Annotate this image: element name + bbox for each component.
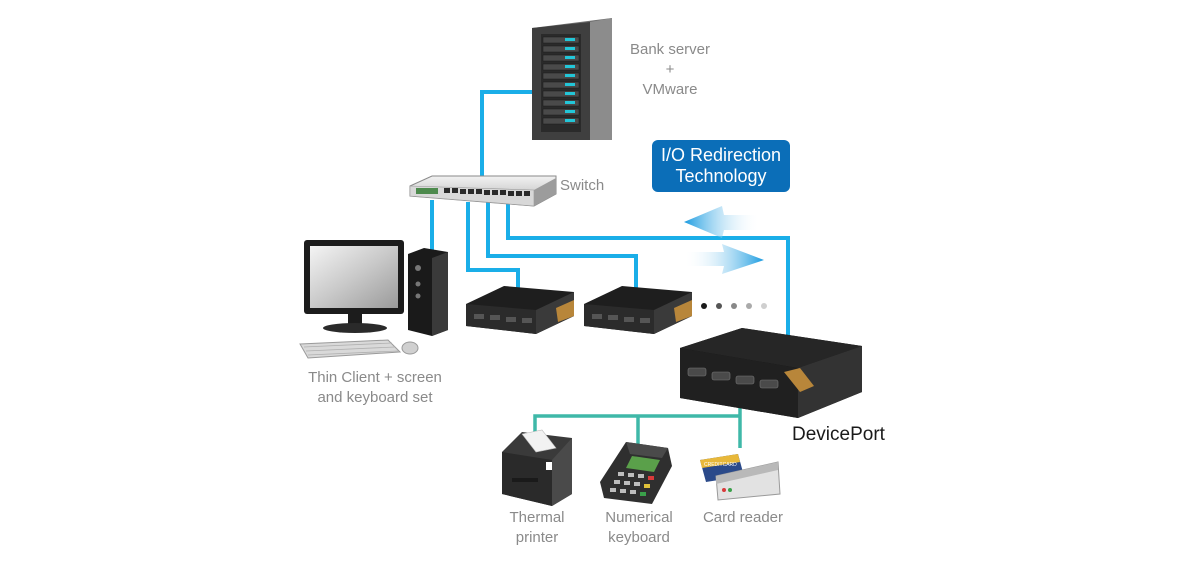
cable-switch-deviceport [506, 202, 790, 336]
server-label: Bank server + VMware [629, 41, 711, 98]
network-switch-icon [409, 175, 557, 207]
io-redirection-badge: I/O Redirection Technology [652, 140, 790, 192]
keyboard-icon [299, 339, 402, 359]
thermal-printer-label: Thermal printer [509, 509, 565, 546]
card-reader-icon: CREDITCARD [700, 454, 781, 501]
deviceport-icon [680, 328, 862, 418]
device-box-1-icon [466, 286, 574, 334]
mouse-icon [401, 341, 419, 355]
cable-switch-box2 [486, 202, 638, 288]
switch-label: Switch [560, 177, 605, 194]
card-reader-label: Card reader [702, 509, 784, 526]
numerical-keyboard-label: Numerical keyboard [605, 509, 673, 546]
pin-pad-icon [600, 442, 672, 504]
monitor-icon [304, 240, 404, 333]
server-rack-icon [532, 18, 612, 140]
continuation-dots-icon [701, 303, 767, 309]
card-text: CREDITCARD [704, 462, 737, 468]
tower-pc-icon [408, 248, 448, 336]
thermal-printer-icon [502, 429, 572, 506]
cable-switch-box1 [466, 202, 520, 288]
thin-client-label: Thin Client + screen and keyboard set [308, 369, 442, 406]
deviceport-label: DevicePort [792, 424, 885, 445]
network-cables [430, 90, 790, 336]
cable-server-switch [480, 90, 532, 184]
device-box-2-icon [584, 286, 692, 334]
redirection-arrows-icon [684, 206, 764, 274]
